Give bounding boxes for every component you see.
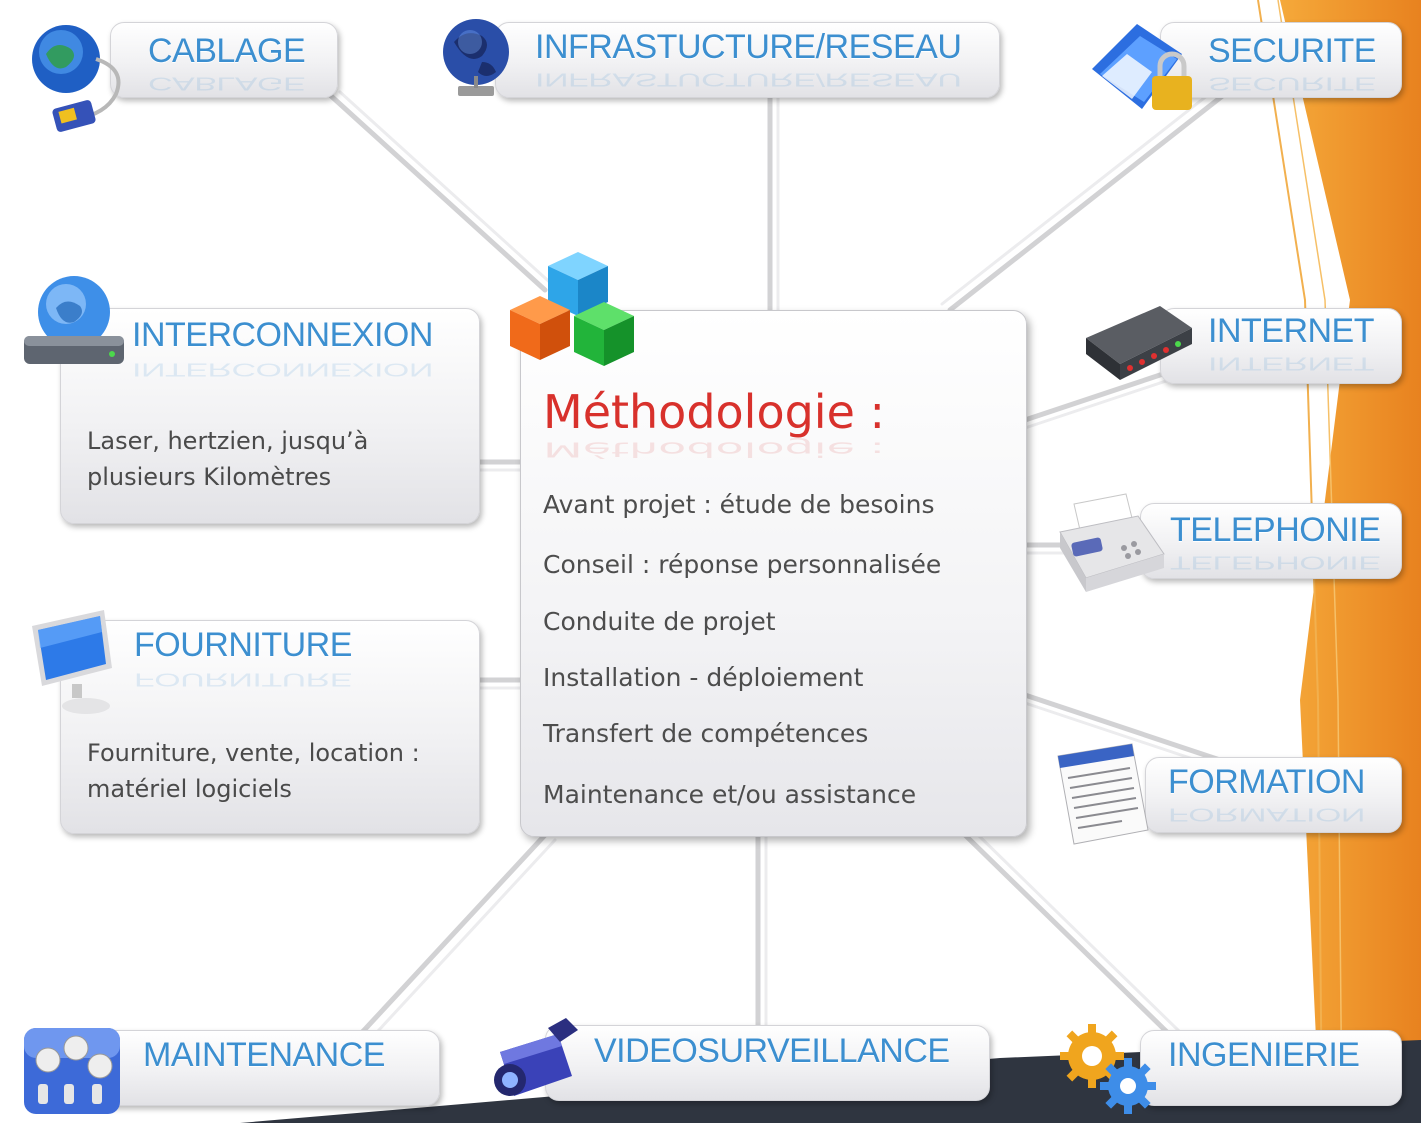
node-infrastructure [495, 22, 1000, 98]
connector-maintenance [352, 832, 548, 1043]
network-globe-icon [443, 19, 509, 96]
gears-icon [1060, 1024, 1156, 1114]
connector-securite [947, 87, 1233, 313]
node-videosurveillance-label: VIDEOSURVEILLANCE [594, 1032, 950, 1070]
connector-securite-rail [940, 82, 1224, 306]
node-internet [1160, 308, 1402, 384]
node-ingenierie-label: INGENIERIE [1168, 1036, 1360, 1074]
node-securite [1160, 22, 1402, 98]
document-icon [1057, 743, 1149, 845]
node-telephonie-reflection: TELEPHONIE [1170, 552, 1381, 573]
computer-monitor-icon [32, 610, 112, 714]
methodology-step: Transfert de compétences [543, 719, 869, 748]
node-interconnexion-desc-line2: plusieurs Kilomètres [87, 463, 332, 491]
node-interconnexion-desc-line1: Laser, hertzien, jusqu’à [87, 427, 369, 455]
node-fourniture-desc-line1: Fourniture, vente, location : [87, 739, 420, 767]
globe-cable-icon [32, 25, 121, 132]
node-internet-label: INTERNET [1208, 312, 1375, 350]
node-securite-reflection: SECURITE [1208, 73, 1376, 94]
node-maintenance [100, 1030, 440, 1106]
node-infrastructure-label: INFRASTUCTURE/RESEAU [535, 28, 962, 66]
methodology-step: Installation - déploiement [543, 663, 864, 692]
connector-internet-rail [1023, 376, 1177, 430]
methodology-step: Maintenance et/ou assistance [543, 780, 917, 809]
node-interconnexion-label: INTERCONNEXION [132, 316, 433, 354]
gauges-panel-icon [24, 1028, 120, 1114]
node-securite-label: SECURITE [1208, 32, 1376, 70]
globe-drive-icon [24, 276, 124, 364]
node-formation-label: FORMATION [1168, 763, 1365, 801]
folder-lock-icon [1092, 24, 1192, 110]
orange-band-edge-line [1257, 0, 1323, 1123]
node-telephonie-label: TELEPHONIE [1170, 511, 1381, 549]
node-infrastructure-reflection: INFRASTUCTURE/RESEAU [535, 69, 962, 90]
connectors [327, 82, 1233, 1047]
node-interconnexion [60, 308, 480, 524]
node-interconnexion-reflection: INTERCONNEXION [132, 359, 433, 380]
colored-cubes-icon [510, 252, 634, 366]
node-fourniture-desc-line2: matériel logiciels [87, 775, 292, 803]
fax-phone-icon [1059, 493, 1165, 592]
connector-cablage-rail [338, 90, 557, 289]
methodology-step: Conseil : réponse personnalisée [543, 550, 942, 579]
connector-formation [1022, 692, 1223, 763]
node-fourniture-reflection: FOURNITURE [134, 669, 352, 690]
node-formation [1145, 757, 1402, 833]
connector-cablage [327, 92, 548, 293]
node-telephonie [1140, 503, 1402, 579]
node-cablage-label: CABLAGE [148, 32, 306, 70]
node-fourniture [60, 620, 480, 834]
center-title: Méthodologie : [543, 385, 885, 439]
modem-icon [1086, 306, 1192, 380]
methodology-step: Avant projet : étude de besoins [543, 490, 935, 519]
orange-band-edge-line-2 [1277, 0, 1343, 1123]
node-formation-reflection: FORMATION [1168, 804, 1365, 825]
center-methodology-box [520, 310, 1027, 837]
node-maintenance-label: MAINTENANCE [143, 1036, 385, 1074]
connector-internet [1022, 367, 1178, 423]
center-title-reflection: Méthodologie : [543, 437, 885, 462]
methodology-step: Conduite de projet [543, 607, 776, 636]
connector-maintenance-rail [363, 838, 557, 1047]
node-cablage-reflection: CABLAGE [148, 73, 306, 94]
node-ingenierie [1140, 1030, 1402, 1106]
connector-ingenierie [962, 832, 1173, 1038]
video-camera-icon [494, 1018, 578, 1096]
connector-ingenierie-rail [973, 830, 1182, 1034]
node-videosurveillance [545, 1025, 990, 1101]
node-internet-reflection: INTERNET [1208, 353, 1374, 374]
node-fourniture-label: FOURNITURE [134, 626, 352, 664]
node-cablage [110, 22, 338, 98]
